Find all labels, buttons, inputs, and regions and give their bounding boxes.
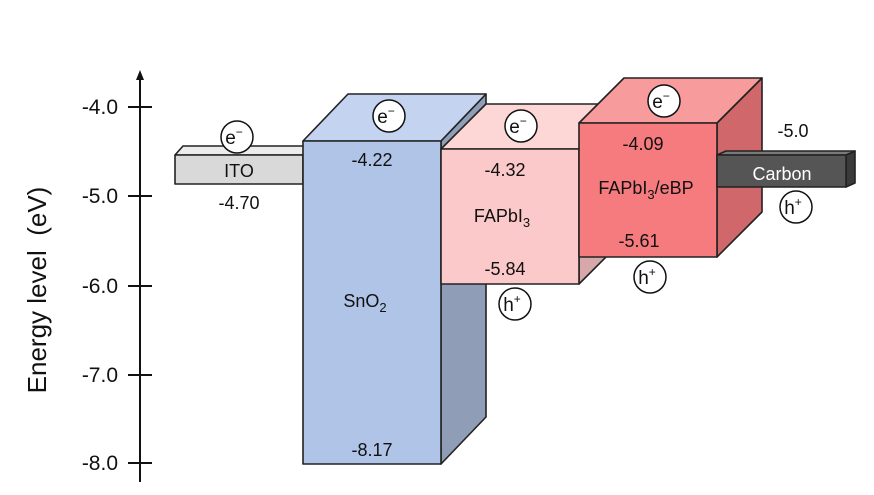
ito-layer: ITO -4.70 [174, 145, 312, 213]
carbon-level: -5.0 [777, 121, 808, 141]
y-axis: -4.0 -5.0 -6.0 -7.0 -8.0 Energy level (e… [22, 70, 152, 482]
svg-text:e−: e− [377, 104, 395, 128]
hole-carbon: h+ [779, 190, 813, 224]
carbon-label: Carbon [752, 164, 811, 184]
carbon-layer: Carbon -5.0 [716, 121, 856, 188]
axis-title: Energy level (eV) [22, 187, 52, 394]
svg-text:e−: e− [509, 114, 527, 138]
hole-ebp: h+ [633, 260, 667, 294]
ebp-vb: -5.61 [618, 231, 659, 251]
tick-label: -4.0 [82, 96, 118, 119]
electron-sno2: e− [372, 99, 406, 133]
electron-fapbi3: e− [504, 109, 538, 143]
fapbi3-cb: -4.32 [484, 160, 525, 180]
tick-label: -7.0 [82, 364, 118, 387]
fapbi3-vb: -5.84 [484, 259, 525, 279]
ebp-cb: -4.09 [622, 134, 663, 154]
svg-text:h+: h+ [638, 265, 656, 289]
ebp-label: FAPbI3/eBP [598, 178, 693, 202]
svg-text:h+: h+ [784, 195, 802, 219]
fapbi3-label: FAPbI3 [474, 206, 530, 230]
sno2-vb: -8.17 [351, 440, 392, 460]
electron-ito: e− [220, 120, 254, 154]
tick-label: -5.0 [82, 185, 118, 208]
sno2-label: SnO2 [343, 291, 386, 315]
svg-text:e−: e− [225, 125, 243, 149]
axis-arrow-icon [136, 70, 144, 80]
electron-ebp: e− [647, 84, 681, 118]
hole-fapbi3: h+ [498, 287, 532, 321]
ito-label: ITO [224, 161, 254, 181]
svg-text:h+: h+ [503, 292, 521, 316]
tick-label: -8.0 [82, 452, 118, 475]
tick-label: -6.0 [82, 275, 118, 298]
sno2-cb: -4.22 [351, 150, 392, 170]
svg-text:e−: e− [652, 89, 670, 113]
ito-level: -4.70 [218, 193, 259, 213]
